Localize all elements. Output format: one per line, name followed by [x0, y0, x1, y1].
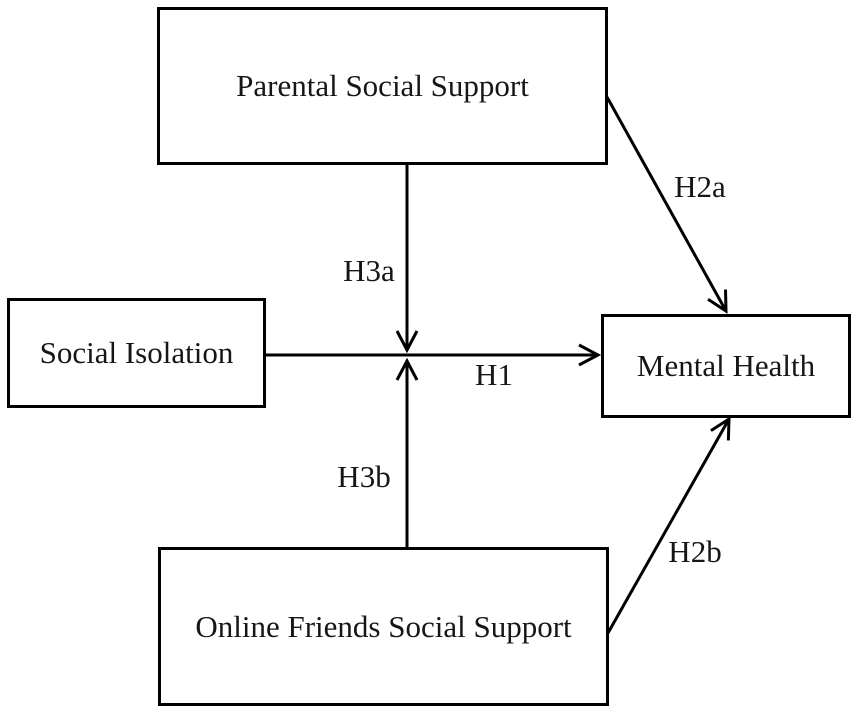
- node-label: Online Friends Social Support: [195, 608, 572, 644]
- edge-label-h3a: H3a: [343, 253, 395, 288]
- edge-label-h2b: H2b: [668, 534, 722, 569]
- node-parental-social-support: Parental Social Support: [157, 7, 608, 165]
- node-label: Social Isolation: [39, 335, 234, 371]
- edge-h2b-arrow: [606, 416, 731, 634]
- node-online-friends-social-support: Online Friends Social Support: [158, 547, 609, 706]
- edge-label-h3b: H3b: [337, 459, 391, 494]
- edge-label-h2a: H2a: [674, 169, 726, 204]
- node-label: Mental Health: [636, 348, 816, 384]
- edge-label-h1: H1: [475, 357, 513, 392]
- edge-h2a-arrow: [605, 96, 728, 314]
- node-mental-health: Mental Health: [601, 314, 851, 418]
- node-social-isolation: Social Isolation: [7, 298, 266, 408]
- node-label: Parental Social Support: [236, 68, 529, 104]
